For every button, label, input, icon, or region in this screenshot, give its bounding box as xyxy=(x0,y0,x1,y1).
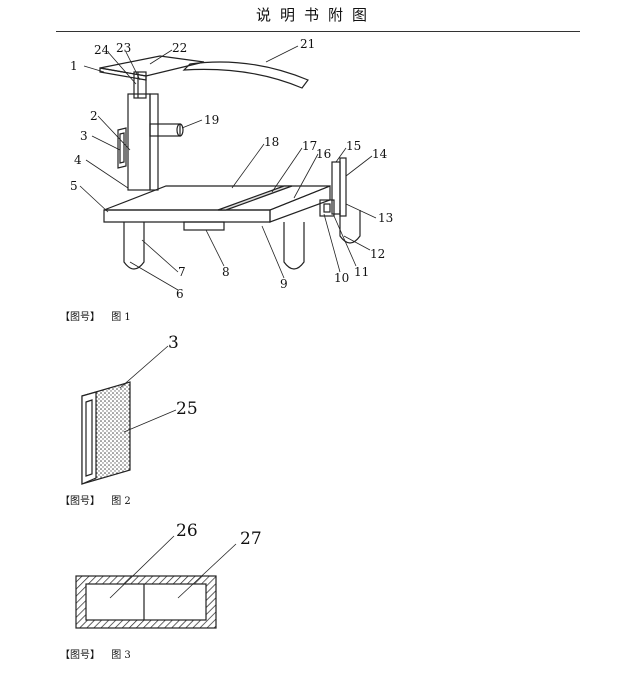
figure-label: 图 3 xyxy=(111,650,131,661)
callout-21: 21 xyxy=(300,37,315,51)
header-rule xyxy=(56,31,580,32)
callout-7: 7 xyxy=(178,265,186,279)
callout-23: 23 xyxy=(116,41,131,55)
callout-22: 22 xyxy=(172,41,187,55)
callout-3-fig2: 3 xyxy=(168,333,179,353)
callout-24: 24 xyxy=(94,43,110,57)
callout-1: 1 xyxy=(70,59,78,73)
figure-3-caption: 【图号】 图 3 xyxy=(60,646,131,661)
callout-9: 9 xyxy=(280,277,288,291)
callout-4: 4 xyxy=(74,153,82,167)
figure-tag: 【图号】 xyxy=(60,496,100,507)
callout-26: 26 xyxy=(176,521,198,541)
callout-11: 11 xyxy=(354,265,369,279)
figure-tag: 【图号】 xyxy=(60,650,100,661)
callout-8: 8 xyxy=(222,265,230,279)
figure-1-caption: 【图号】 图 1 xyxy=(60,308,131,323)
callout-15: 15 xyxy=(346,139,361,153)
callout-18: 18 xyxy=(264,135,279,149)
callout-5: 5 xyxy=(70,179,78,193)
figure-2-drawing: 3 25 xyxy=(81,333,198,485)
callout-25: 25 xyxy=(176,399,198,419)
callout-12: 12 xyxy=(370,247,385,261)
figure-label: 图 1 xyxy=(111,312,131,323)
figure-tag: 【图号】 xyxy=(60,312,100,323)
callout-13: 13 xyxy=(378,211,393,225)
figure-2-caption: 【图号】 图 2 xyxy=(60,492,131,507)
callout-19: 19 xyxy=(204,113,219,127)
callout-27: 27 xyxy=(240,529,262,549)
figure-label: 图 2 xyxy=(111,496,131,507)
callout-17: 17 xyxy=(302,139,317,153)
callout-14: 14 xyxy=(372,147,388,161)
figure-1-drawing: 1 2 3 4 5 6 7 8 9 10 11 12 13 14 15 16 1… xyxy=(70,37,393,301)
callout-10: 10 xyxy=(334,271,349,285)
callout-6: 6 xyxy=(176,287,184,301)
callout-16: 16 xyxy=(316,147,331,161)
callout-2: 2 xyxy=(90,109,98,123)
page-title: 说明书附图 xyxy=(255,6,376,24)
callout-3: 3 xyxy=(80,129,88,143)
figure-3-drawing: 26 27 xyxy=(75,521,262,629)
